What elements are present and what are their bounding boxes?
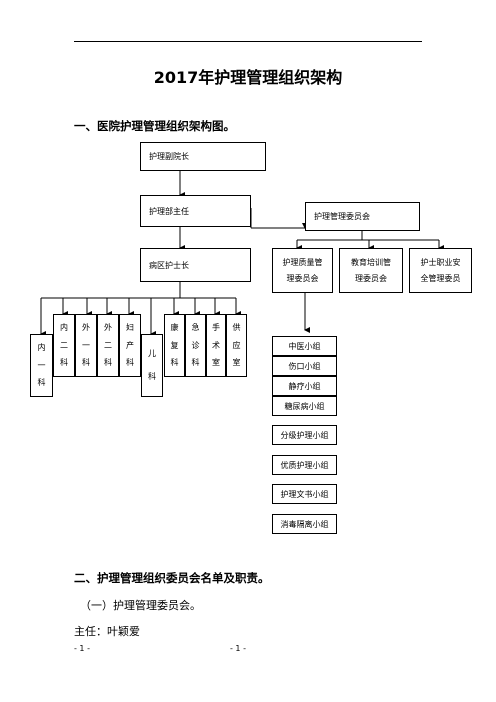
dept-char: 科 — [37, 378, 46, 388]
dept-operating-room: 手 术 室 — [206, 314, 226, 377]
subsection-heading: （一）护理管理委员会。 — [80, 599, 201, 612]
dept-char: 科 — [170, 358, 179, 368]
dept-char: 诊 — [191, 340, 200, 350]
dept-char: 产 — [126, 340, 134, 350]
dept-char: 室 — [232, 358, 241, 368]
dept-supply-room: 供 应 室 — [226, 314, 247, 377]
dept-emergency: 急 诊 科 — [185, 314, 206, 377]
dept-surgery-1: 外 一 科 — [75, 314, 97, 377]
dept-obgyn: 妇 产 科 — [119, 314, 141, 377]
dept-char: 康 — [170, 322, 179, 332]
footer-page-left: - 1 - — [74, 644, 90, 653]
dept-rehab: 康 复 科 — [164, 314, 185, 377]
dept-char: 供 — [232, 322, 241, 332]
dept-char: 一 — [82, 340, 90, 350]
dept-char: 复 — [170, 340, 179, 350]
section-2-heading: 二、护理管理组织委员会名单及职责。 — [74, 571, 270, 585]
dept-char: 二 — [104, 340, 112, 350]
dept-char: 室 — [212, 358, 220, 368]
dept-char: 科 — [191, 358, 200, 368]
dept-char: 外 — [82, 322, 90, 332]
dept-char: 二 — [60, 340, 68, 350]
dept-char: 外 — [104, 322, 112, 332]
head-nurse-box: 病区护士长 — [140, 248, 251, 282]
group-quality-care: 优质护理小组 — [272, 455, 337, 475]
dept-char: 科 — [148, 372, 156, 382]
group-diabetes: 糖尿病小组 — [272, 396, 337, 416]
section-1-heading: 一、医院护理管理组织架构图。 — [74, 119, 235, 133]
chair-line: 主任：叶颖爱 — [74, 625, 140, 638]
footer-page-center: - 1 - — [230, 644, 246, 653]
group-tcm: 中医小组 — [272, 336, 337, 356]
dept-char: 内 — [60, 322, 68, 332]
group-graded-care: 分级护理小组 — [272, 425, 337, 445]
dept-internal-1: 内 一 科 — [30, 334, 53, 397]
dept-char: 妇 — [126, 322, 134, 332]
dept-char: 内 — [37, 342, 46, 352]
quality-committee-box: 护理质量管 理委员会 — [272, 248, 333, 293]
education-committee-box: 教育培训管 理委员会 — [339, 248, 403, 293]
committee-box: 护理管理委员会 — [305, 202, 420, 231]
director-box: 护理部主任 — [140, 195, 251, 227]
dept-char: 科 — [82, 358, 90, 368]
dept-char: 术 — [212, 340, 220, 350]
dept-char: 科 — [126, 358, 134, 368]
dept-pediatrics: 儿 科 — [141, 334, 163, 397]
group-iv: 静疗小组 — [272, 376, 337, 396]
dept-internal-2: 内 二 科 — [53, 314, 75, 377]
dept-char: 儿 — [148, 348, 156, 358]
group-documentation: 护理文书小组 — [272, 484, 337, 504]
dept-char: 科 — [60, 358, 68, 368]
dept-char: 一 — [37, 360, 46, 370]
dept-char: 应 — [232, 340, 241, 350]
vp-box: 护理副院长 — [140, 142, 266, 171]
group-wound: 伤口小组 — [272, 356, 337, 376]
dept-surgery-2: 外 二 科 — [97, 314, 119, 377]
safety-committee-box: 护士职业安 全管理委员 — [409, 248, 472, 293]
dept-char: 科 — [104, 358, 112, 368]
dept-char: 手 — [212, 322, 220, 332]
dept-char: 急 — [191, 322, 200, 332]
group-disinfection: 消毒隔离小组 — [272, 514, 337, 534]
header-rule — [74, 41, 422, 42]
page-title: 2017年护理管理组织架构 — [153, 68, 343, 87]
